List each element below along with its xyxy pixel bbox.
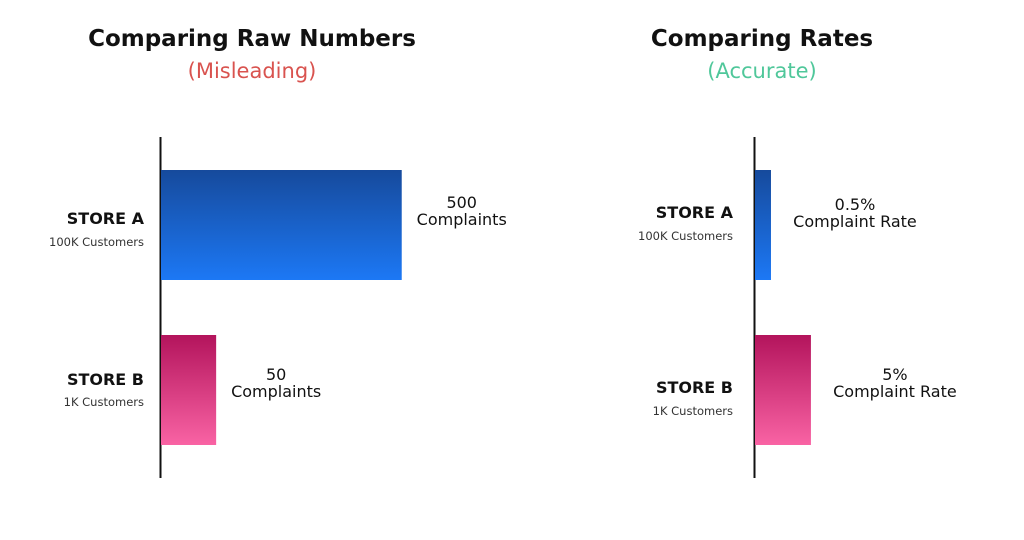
category-detail: 100K Customers [49,235,144,249]
category-label: STORE A [656,203,734,222]
data-label-value: 500 [446,193,477,212]
category-detail: 100K Customers [638,229,733,243]
bar-store-b [755,335,811,445]
chart-title: Comparing Raw Numbers [88,26,416,52]
category-label: STORE B [67,370,144,389]
data-label-value: 0.5% [835,195,876,214]
data-label-unit: Complaints [417,210,507,229]
data-label-unit: Complaint Rate [833,382,957,401]
bar-store-a [755,170,771,280]
chart-subtitle: (Misleading) [188,59,317,83]
data-label-value: 50 [266,365,286,384]
category-label: STORE A [67,209,145,228]
raw-numbers-chart: Comparing Raw Numbers (Misleading) STORE… [49,26,507,478]
chart-subtitle: (Accurate) [707,59,816,83]
rates-chart: Comparing Rates (Accurate) STORE A 100K … [638,26,957,478]
bar-store-b [161,335,217,445]
category-label: STORE B [656,378,733,397]
data-label-value: 5% [882,365,907,384]
bar-store-a [161,170,402,280]
category-detail: 1K Customers [653,404,733,418]
data-label-unit: Complaints [231,382,321,401]
data-label-unit: Complaint Rate [793,212,917,231]
category-detail: 1K Customers [64,395,144,409]
chart-title: Comparing Rates [651,26,873,52]
